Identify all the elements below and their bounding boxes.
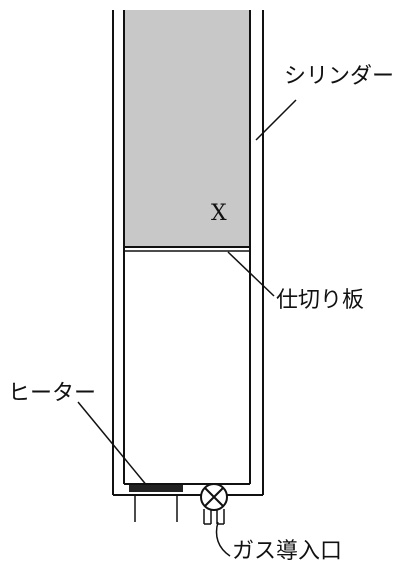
- heater-label: ヒーター: [8, 381, 97, 406]
- gas-inlet-leader-line: [215, 521, 231, 557]
- heater-leader-line: [77, 401, 149, 488]
- valve-icon: [200, 483, 228, 525]
- heater-element: [129, 485, 183, 492]
- cylinder-label: シリンダー: [284, 64, 395, 89]
- gas-inlet-label: ガス導入口: [232, 539, 343, 564]
- cylinder-leader-line: [255, 99, 297, 141]
- gas-x-region: [125, 10, 249, 246]
- gas-x-label: X: [211, 201, 227, 226]
- partition-label: 仕切り板: [276, 288, 365, 313]
- partition-leader-line: [227, 251, 275, 297]
